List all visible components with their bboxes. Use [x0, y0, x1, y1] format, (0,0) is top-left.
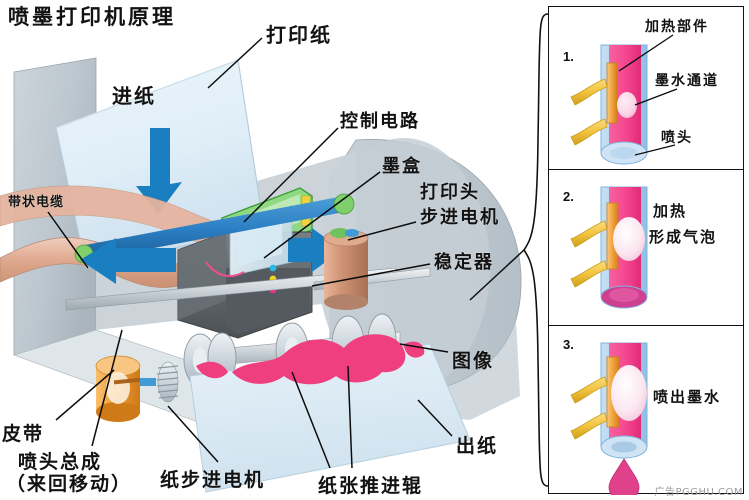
nozzle-sequence-panel: 1. 2. 3. 加热部件 墨水通道 喷头 加热 形成气泡 喷出墨水	[548, 6, 744, 495]
nozzle-step-1	[570, 34, 678, 165]
label-heating-element: 加热部件	[645, 19, 709, 35]
printhead-stepper-motor	[323, 228, 369, 310]
label-printhead: 打印头	[420, 182, 480, 203]
label-heating: 加热	[653, 202, 688, 220]
step-number-3: 3.	[563, 337, 574, 352]
nozzle-step-3	[570, 342, 648, 495]
nozzle-sequence-illustrations	[570, 34, 678, 495]
label-nozzle: 喷头	[661, 130, 693, 146]
label-stepper-motor: 步进电机	[420, 207, 500, 228]
panel-connector-brace	[469, 13, 549, 487]
label-print-paper: 打印纸	[266, 23, 332, 47]
label-ink-cartridge: 墨盒	[382, 156, 422, 177]
label-head-assembly: 喷头总成	[18, 451, 103, 473]
label-feed-roller: 纸张推进辊	[318, 475, 424, 497]
step-number-1: 1.	[563, 49, 574, 64]
label-paper-out: 出纸	[456, 435, 499, 457]
label-paper-motor: 纸步进电机	[160, 469, 266, 491]
direction-arrow-right	[288, 228, 342, 272]
ink-droplet	[608, 458, 640, 495]
label-belt: 皮带	[2, 423, 45, 445]
label-ribbon-cable: 带状电缆	[8, 195, 65, 210]
label-eject-ink: 喷出墨水	[653, 388, 722, 406]
label-control-circuit: 控制电路	[340, 111, 420, 132]
watermark: 广告PGGHU.COM	[654, 487, 743, 498]
label-stabilizer: 稳定器	[434, 252, 494, 273]
paper-feed-arrow	[136, 128, 182, 214]
label-head-assembly-note: （来回移动）	[6, 473, 133, 495]
direction-arrow-left	[80, 238, 176, 284]
nozzle-step-2	[570, 186, 648, 309]
output-paper	[189, 334, 471, 493]
page-title: 喷墨打印机原理	[8, 5, 176, 29]
step-number-2: 2.	[563, 189, 574, 204]
leader-lines	[47, 37, 453, 469]
label-image: 图像	[452, 350, 495, 372]
paper-feed-stepper-motor	[95, 355, 179, 422]
label-ink-channel: 墨水通道	[655, 73, 719, 89]
label-bubble-forms: 形成气泡	[649, 228, 718, 246]
label-paper-in: 进纸	[112, 84, 156, 108]
